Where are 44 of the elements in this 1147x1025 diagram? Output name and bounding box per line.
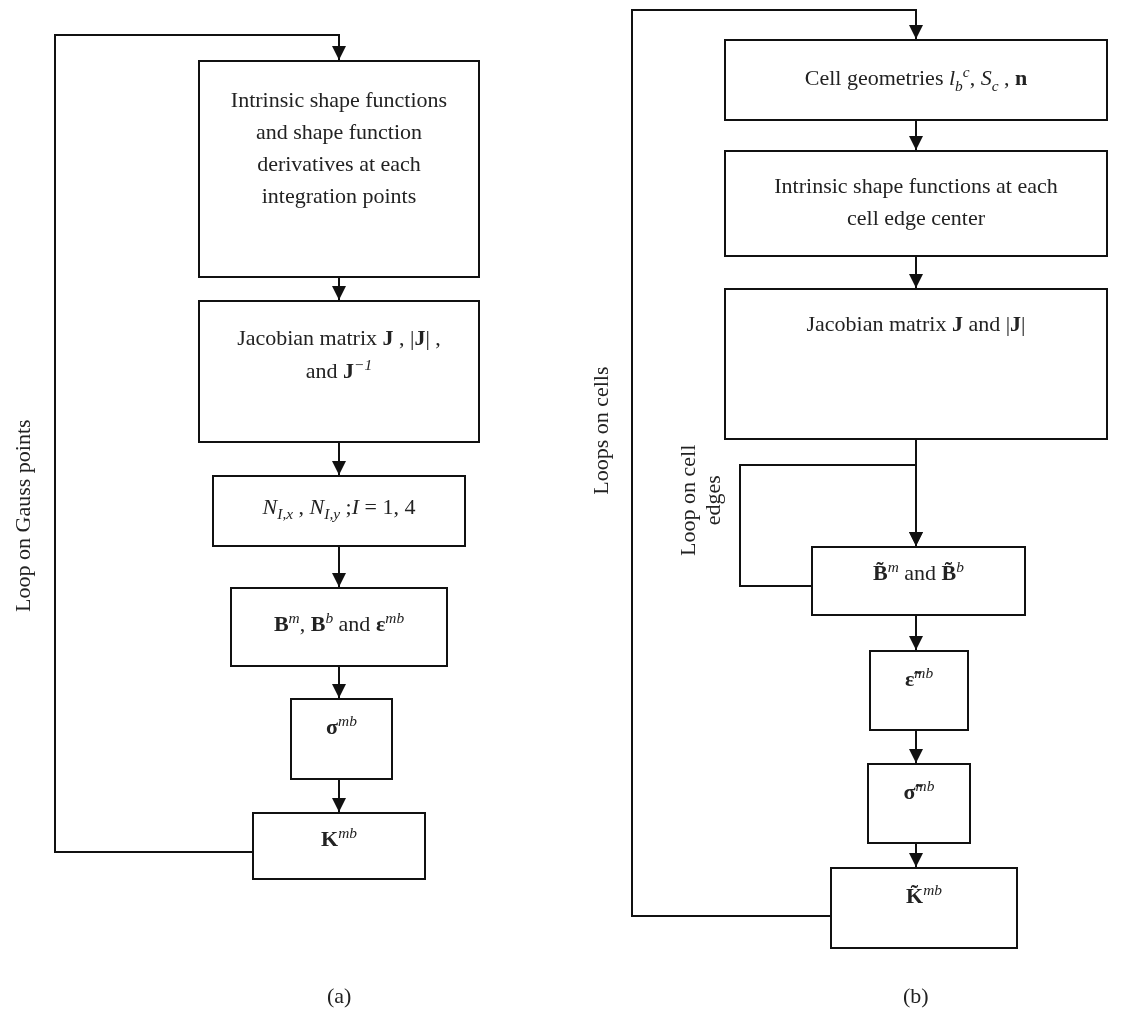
- process-box: [198, 300, 480, 443]
- process-box: [198, 60, 480, 278]
- process-box: [290, 698, 393, 780]
- arrow: [909, 730, 923, 764]
- formula-text: Jacobian matrix J , |J| , and J$^{−1}$: [236, 324, 442, 386]
- process-box: [724, 150, 1108, 257]
- arrow: [54, 34, 346, 853]
- loop-label: Loop on Gauss points: [9, 418, 35, 612]
- formula-text: Cell geometries l$_{b}$$^{c}$, S$_{c}$ , n: [804, 62, 1028, 96]
- process-box: [252, 812, 426, 880]
- process-box: [230, 587, 448, 667]
- formula-text: Jacobian matrix J and |J|: [806, 310, 1026, 338]
- process-box: [811, 546, 1026, 616]
- arrow: [909, 843, 923, 868]
- panel-label: (b): [903, 982, 929, 1008]
- loop-label: Loops on cells: [587, 366, 613, 495]
- formula-text: K̃$^{mb}$: [906, 880, 942, 911]
- process-box: [830, 867, 1018, 949]
- process-box: [212, 475, 466, 547]
- arrow: [631, 9, 923, 917]
- arrow: [332, 546, 346, 588]
- formula-text: B̃$^{m}$ and B̃$^{b}$: [873, 557, 964, 588]
- formula-text: σ$^{mb}$: [326, 711, 357, 742]
- process-box: [724, 39, 1108, 121]
- loop-label: Loop on cell edges: [674, 443, 726, 558]
- process-box: [724, 288, 1108, 440]
- process-box: [869, 650, 969, 731]
- arrow: [332, 779, 346, 813]
- arrow: [909, 256, 923, 289]
- formula-text: ε̃$^{mb}$: [904, 663, 934, 694]
- formula-text: Intrinsic shape functions at each cell edge center: [773, 172, 1059, 232]
- arrow: [739, 464, 923, 587]
- arrow: [909, 615, 923, 651]
- formula-text: Intrinsic shape functions and shape function derivatives at each integration points: [229, 86, 449, 210]
- formula-text: K$^{mb}$: [321, 823, 357, 854]
- formula-text: B$^{m}$, B$^{b}$ and ε$^{mb}$: [273, 608, 405, 639]
- formula-text: σ̃$^{mb}$: [903, 776, 935, 807]
- arrow: [332, 666, 346, 699]
- arrow: [909, 120, 923, 151]
- panel-label: (a): [327, 982, 352, 1008]
- formula-text: N$_{I,x}$ , N$_{I,y}$ ;I = 1, 4: [262, 493, 416, 525]
- arrow: [332, 277, 346, 301]
- process-box: [867, 763, 971, 844]
- arrow: [332, 442, 346, 476]
